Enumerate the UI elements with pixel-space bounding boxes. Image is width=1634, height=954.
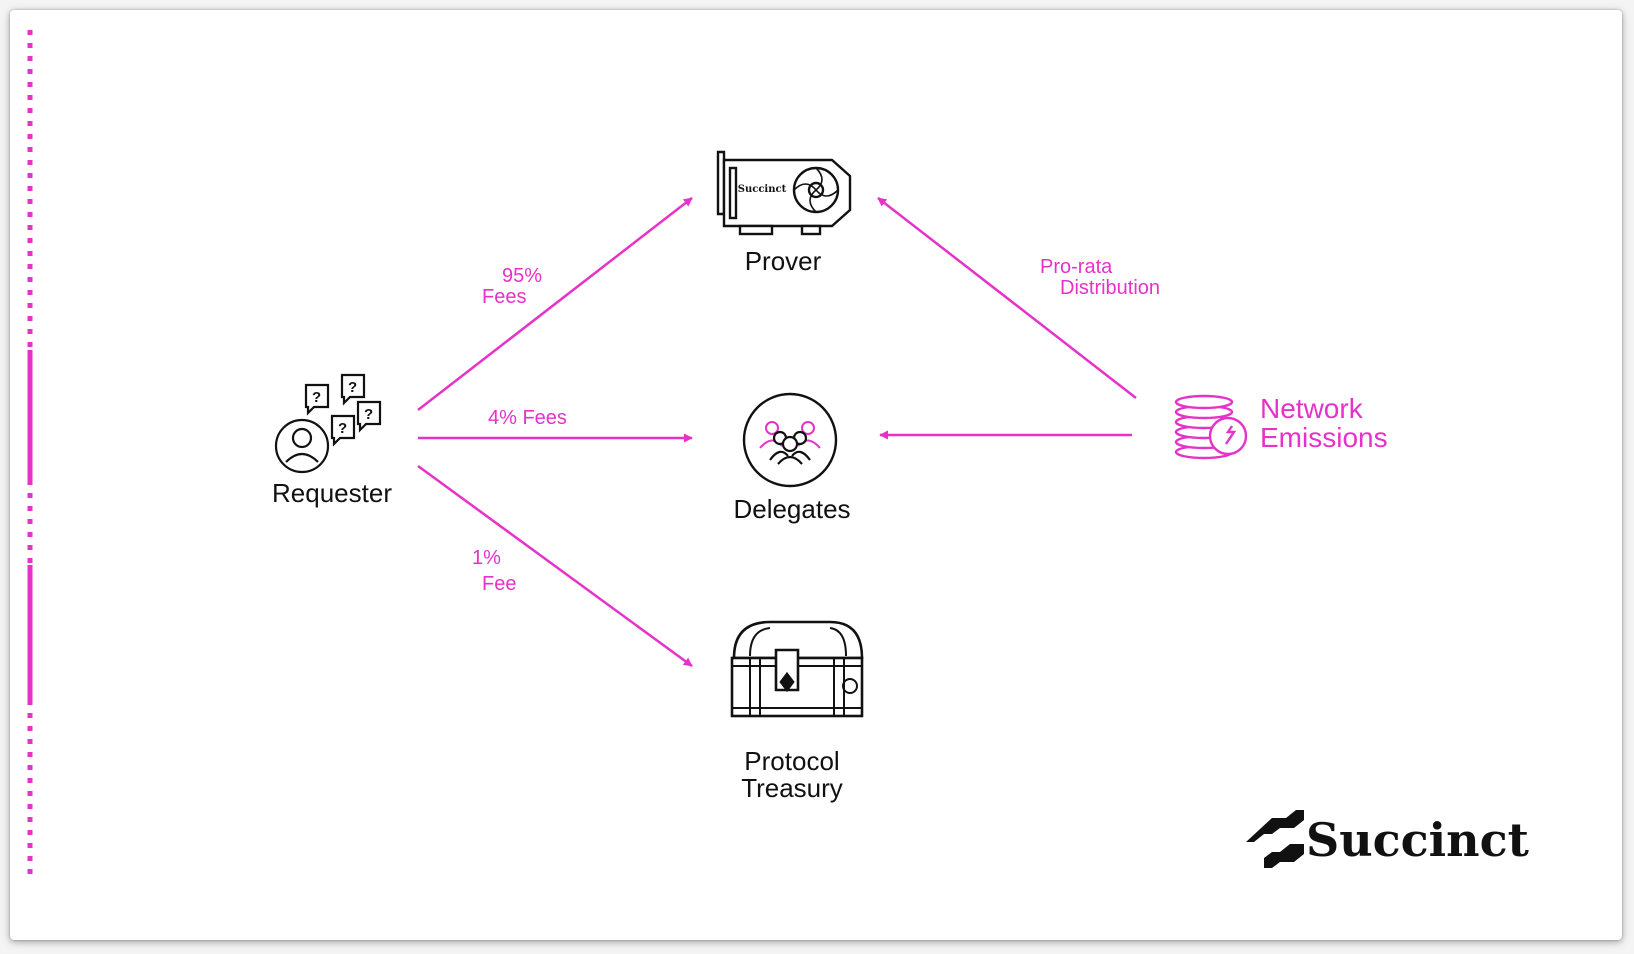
- svg-text:?: ?: [338, 420, 347, 437]
- diagram-card: 95% Fees 4% Fees 1% Fee Pro-rata Distrib…: [10, 10, 1622, 940]
- coin-stack-icon: [1174, 394, 1248, 460]
- emissions-label-line2: Emissions: [1260, 422, 1388, 453]
- delegates-label: Delegates: [733, 494, 850, 524]
- svg-text:?: ?: [364, 406, 373, 423]
- flow-diagram: 95% Fees 4% Fees 1% Fee Pro-rata Distrib…: [27, 30, 1530, 880]
- group-people-icon-front: [769, 430, 811, 465]
- succinct-logo-icon: [1246, 810, 1304, 868]
- edge-emissions-prover: [877, 197, 1137, 399]
- question-marks: ? ? ? ?: [312, 379, 373, 437]
- treasury-label-line1: Protocol: [744, 746, 839, 776]
- edge-label-1-line2: Fee: [482, 573, 516, 595]
- edge-label-95-line1: 95%: [502, 265, 542, 287]
- edges: [417, 197, 1137, 668]
- treasure-chest-icon: [730, 620, 864, 718]
- gpu-card-icon: [716, 150, 852, 236]
- edge-label-4-fees: 4% Fees: [488, 407, 567, 429]
- edge-requester-treasury: [417, 464, 693, 668]
- edge-label-95-line2: Fees: [482, 286, 526, 308]
- requester-questions-icon: [274, 373, 382, 474]
- svg-text:?: ?: [312, 389, 321, 406]
- edge-label-prorata-line2: Distribution: [1060, 277, 1160, 299]
- treasury-node: Protocol Treasury: [730, 620, 864, 803]
- delegates-node: Delegates: [733, 392, 851, 524]
- requester-node: ? ? ? ? Requester: [272, 373, 392, 508]
- edge-label-prorata-line1: Pro-rata: [1040, 256, 1113, 278]
- emissions-label-line1: Network: [1260, 393, 1364, 424]
- brand-logo: Succinct: [1246, 810, 1530, 868]
- gpu-card-text: Succinct: [738, 184, 787, 195]
- edge-labels: 95% Fees 4% Fees 1% Fee Pro-rata Distrib…: [472, 256, 1160, 595]
- brand-name: Succinct: [1306, 813, 1530, 867]
- treasury-label-line2: Treasury: [741, 773, 843, 803]
- requester-label: Requester: [272, 478, 392, 508]
- prover-node: Succinct Prover: [716, 150, 852, 276]
- prover-label: Prover: [745, 246, 822, 276]
- edge-label-1-line1: 1%: [472, 547, 501, 569]
- emissions-node: Network Emissions: [1174, 393, 1388, 460]
- edge-requester-prover: [417, 197, 693, 411]
- svg-text:?: ?: [348, 379, 357, 396]
